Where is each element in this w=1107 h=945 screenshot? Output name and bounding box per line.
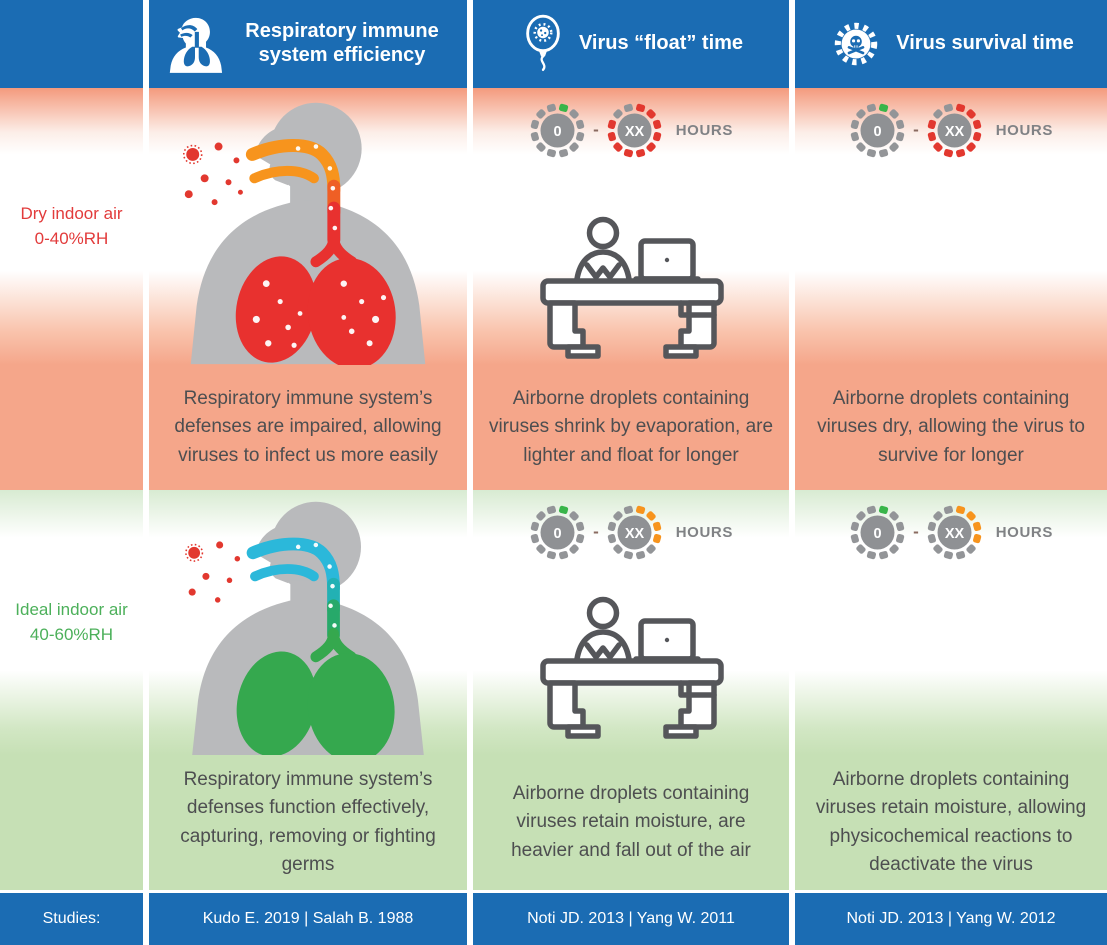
description-ideal-respiratory-text: Respiratory immune system’s defenses fun… (180, 768, 436, 876)
header-survival: Virus survival time (795, 0, 1107, 88)
dry-virus-ball-illustration (795, 159, 1107, 364)
row-label-ideal: Ideal indoor air 40-60%RH (0, 490, 143, 755)
svg-text:0: 0 (554, 124, 562, 140)
gauge-hours-label: HOURS (675, 121, 733, 139)
falling-droplets-illustration (473, 561, 789, 755)
floating-droplets-illustration (473, 159, 789, 364)
description-ideal-survival: Airborne droplets containing viruses ret… (795, 755, 1107, 890)
column-title-respiratory: Respiratory immune system efficiency (245, 20, 439, 66)
studies-label: Studies: (0, 890, 143, 945)
svg-text:XX: XX (625, 124, 645, 140)
gauge-hours-label: HOURS (995, 523, 1053, 541)
citation-float: Noti JD. 2013 | Yang W. 2011 (473, 890, 789, 945)
header-respiratory: Respiratory immune system efficiency (149, 0, 467, 88)
description-dry-float: Airborne droplets containing viruses shr… (473, 365, 789, 490)
moist-virus-ball-illustration (795, 561, 1107, 755)
citation-float-text: Noti JD. 2013 | Yang W. 2011 (527, 910, 735, 927)
citation-survival-text: Noti JD. 2013 | Yang W. 2012 (846, 910, 1056, 927)
description-ideal-survival-text: Airborne droplets containing viruses ret… (815, 768, 1087, 876)
description-ideal-respiratory: Respiratory immune system’s defenses fun… (149, 755, 467, 890)
gauge-separator: - (913, 522, 919, 541)
svg-text:XX: XX (945, 526, 965, 542)
header-corner (0, 0, 143, 88)
hours-gauge-ideal-float: 0 - XX HOURS (529, 503, 733, 561)
citation-survival: Noti JD. 2013 | Yang W. 2012 (795, 890, 1107, 945)
lungs-icon (167, 15, 223, 73)
virus-skull-icon (828, 16, 884, 72)
hours-gauge-dry-float: 0 - XX HOURS (529, 101, 733, 159)
band-ideal-spacer (0, 755, 143, 890)
healthy-lungs-illustration (185, 501, 424, 755)
hours-gauge-dry-survival: 0 - XX HOURS (849, 101, 1053, 159)
illustration-dry-lungs (149, 88, 467, 365)
header-float: Virus “float” time (473, 0, 789, 88)
impaired-lungs-illustration (182, 102, 426, 365)
hours-gauge-ideal-survival: 0 - XX HOURS (849, 503, 1053, 561)
gauge-separator: - (593, 120, 599, 139)
illustration-ideal-float: 0 - XX HOURS (473, 490, 789, 755)
gauge-separator: - (593, 522, 599, 541)
row-label-dry-title: Dry indoor air (20, 203, 123, 223)
gauge-hours-label: HOURS (995, 121, 1053, 139)
description-dry-float-text: Airborne droplets containing viruses shr… (488, 387, 774, 466)
description-dry-respiratory-text: Respiratory immune system’s defenses are… (174, 387, 442, 466)
row-label-ideal-range: 40-60%RH (29, 624, 114, 644)
band-dry-spacer (0, 365, 143, 490)
description-dry-survival: Airborne droplets containing viruses dry… (795, 365, 1107, 490)
citation-respiratory-text: Kudo E. 2019 | Salah B. 1988 (202, 910, 414, 927)
description-dry-survival-text: Airborne droplets containing viruses dry… (817, 387, 1085, 466)
row-label-dry-range: 0-40%RH (34, 228, 109, 248)
balloon-virus-icon (519, 14, 567, 74)
description-ideal-float-text: Airborne droplets containing viruses ret… (511, 782, 751, 861)
column-title-float: Virus “float” time (578, 32, 744, 55)
illustration-ideal-lungs (149, 490, 467, 755)
illustration-ideal-survival: 0 - XX HOURS (795, 490, 1107, 755)
svg-text:XX: XX (625, 526, 645, 542)
svg-text:0: 0 (554, 526, 562, 542)
svg-text:XX: XX (945, 124, 965, 140)
citation-respiratory: Kudo E. 2019 | Salah B. 1988 (149, 890, 467, 945)
gauge-hours-label: HOURS (675, 523, 733, 541)
svg-text:0: 0 (874, 526, 882, 542)
studies-label-text: Studies: (42, 910, 101, 927)
row-label-dry: Dry indoor air 0-40%RH (0, 88, 143, 365)
gauge-separator: - (913, 120, 919, 139)
column-title-survival: Virus survival time (896, 32, 1074, 55)
row-label-ideal-title: Ideal indoor air (15, 599, 128, 619)
illustration-dry-survival: 0 - XX HOURS (795, 88, 1107, 365)
description-ideal-float: Airborne droplets containing viruses ret… (473, 755, 789, 890)
svg-text:0: 0 (874, 124, 882, 140)
description-dry-respiratory: Respiratory immune system’s defenses are… (149, 365, 467, 490)
illustration-dry-float: 0 - XX HOURS (473, 88, 789, 365)
